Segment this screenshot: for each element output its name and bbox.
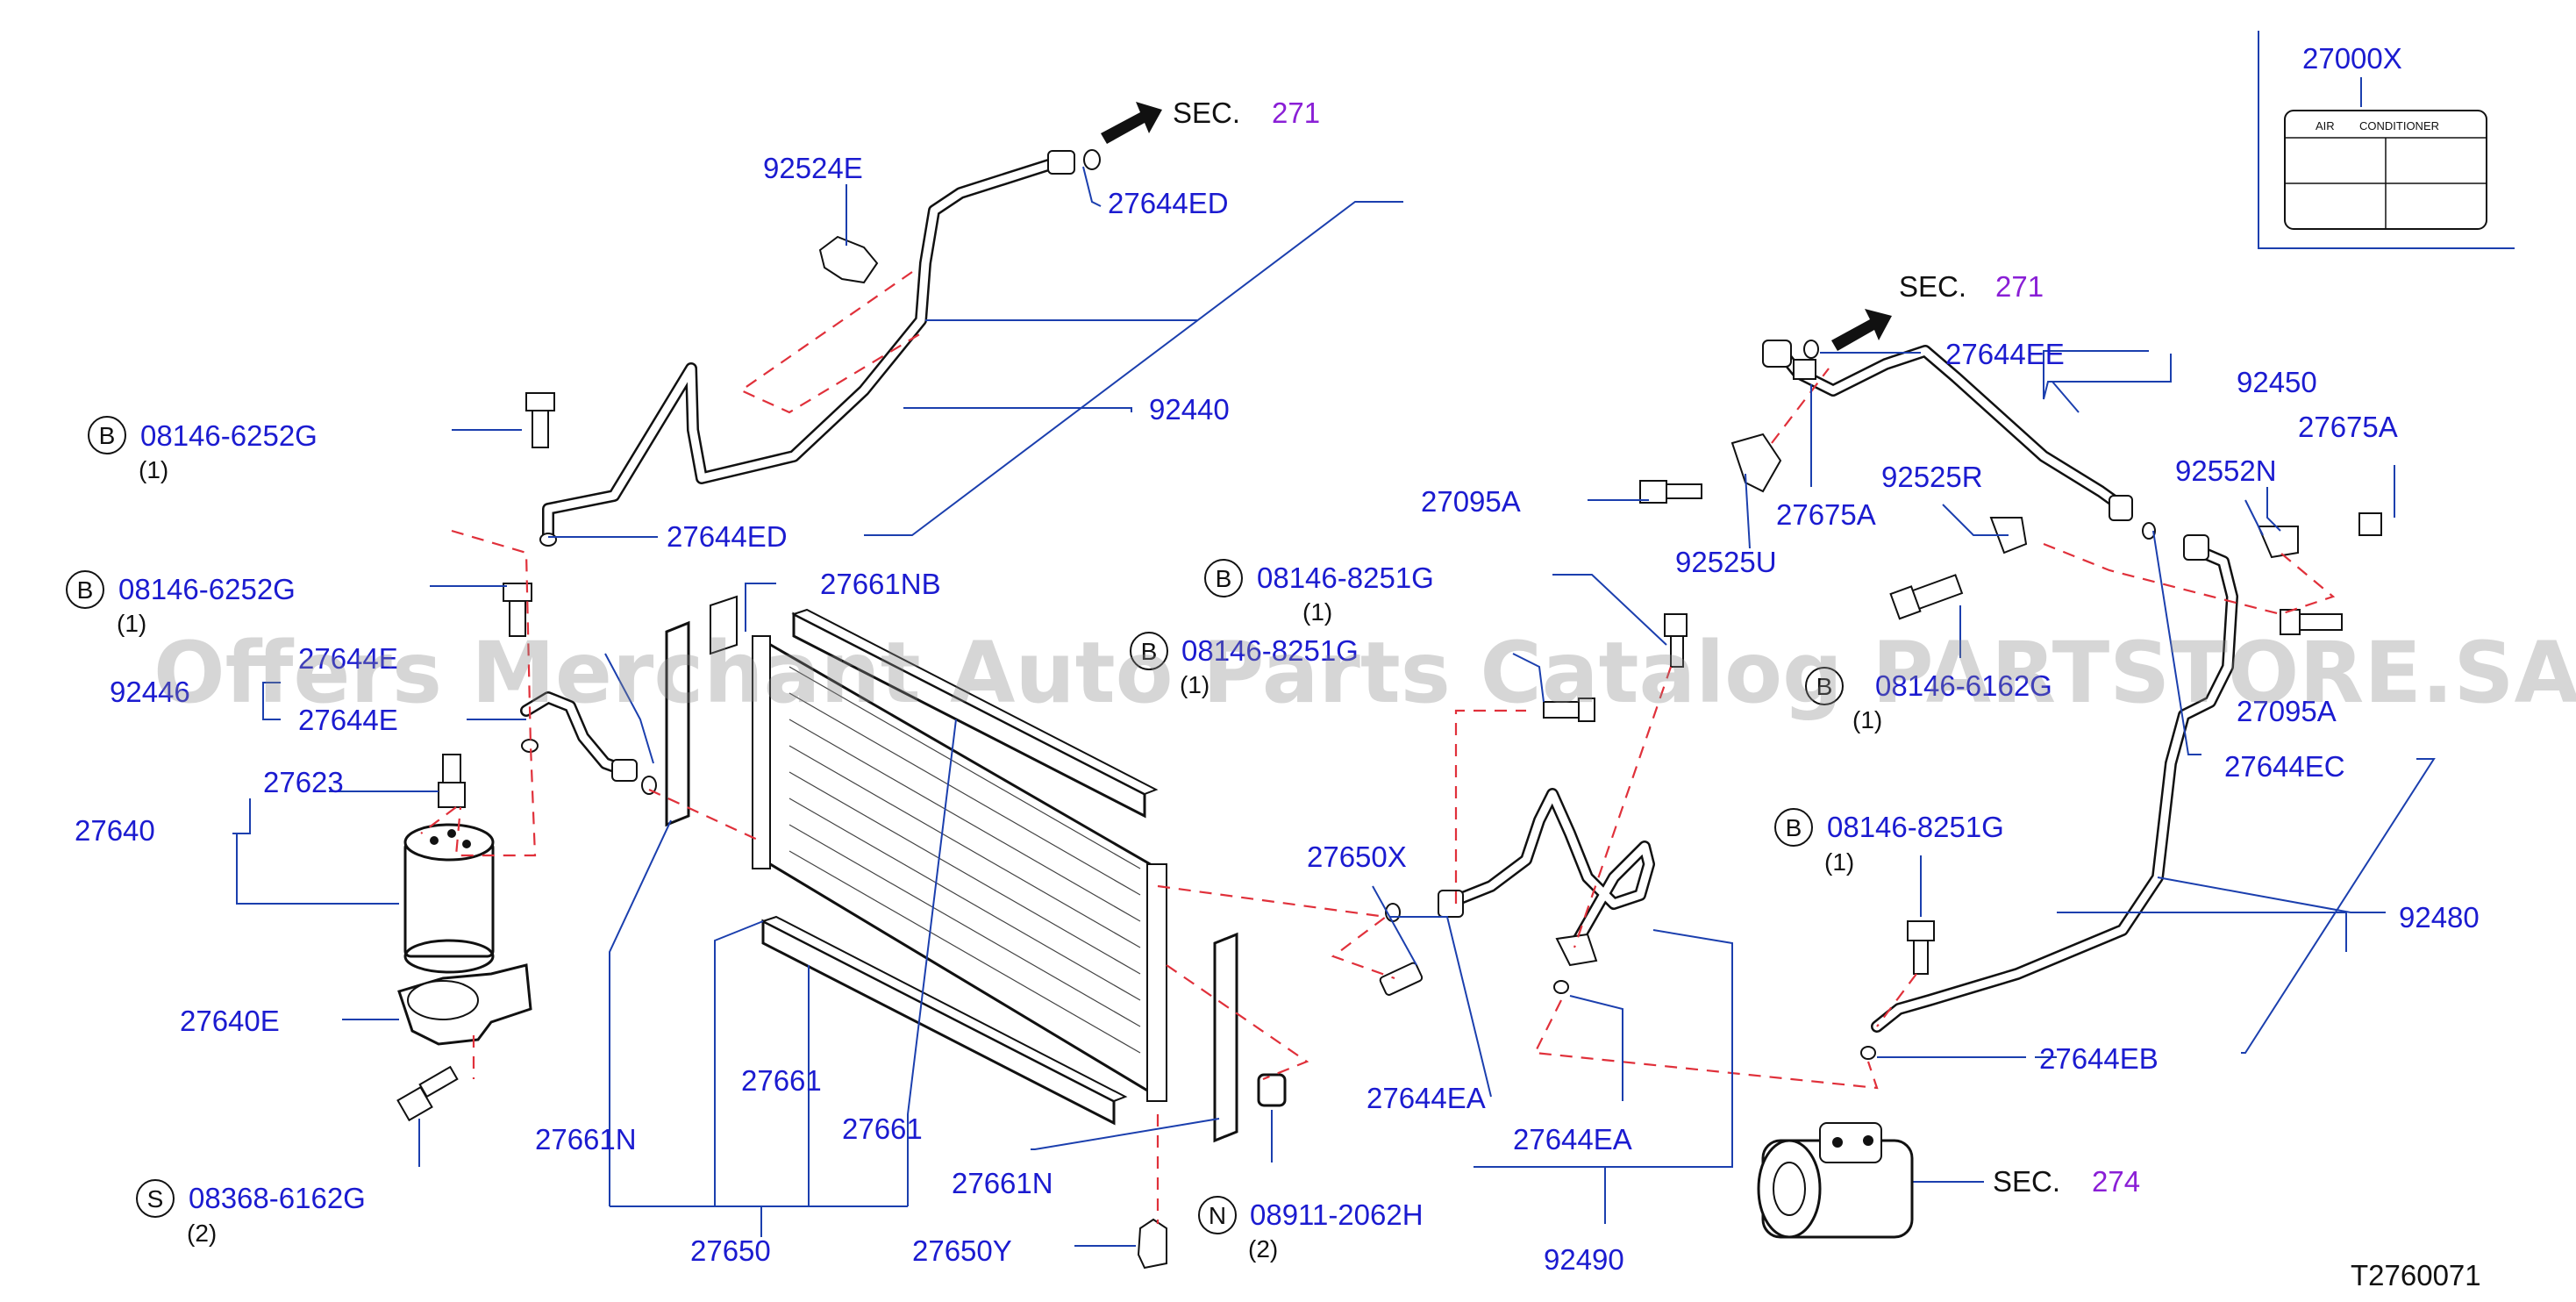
fastener-code: B	[77, 576, 94, 604]
part-label-27623[interactable]: 27623	[263, 766, 344, 798]
part-label-27650[interactable]: 27650	[690, 1234, 771, 1267]
fastener-part[interactable]: 08146-8251G	[1827, 811, 2004, 843]
leaders	[232, 166, 2436, 1247]
fastener-code: B	[1816, 673, 1833, 700]
part-label-27644EA[interactable]: 27644EA	[1366, 1082, 1486, 1114]
fastener-qty: (1)	[1852, 706, 1882, 733]
fastener-code: B	[1216, 565, 1232, 592]
bolt-left-1	[525, 392, 555, 448]
dashed-links	[420, 271, 2336, 1224]
arrow-right-icon	[1831, 309, 1892, 351]
sec-number[interactable]: 274	[2092, 1165, 2140, 1198]
condenser	[752, 635, 1167, 1102]
fastener-item[interactable]: N 08911-2062H (2)	[1198, 1196, 1424, 1263]
part-label-92525U[interactable]: 92525U	[1675, 546, 1777, 578]
part-label-27650X[interactable]: 27650X	[1307, 841, 1407, 873]
part-label-27661N[interactable]: 27661N	[535, 1123, 637, 1155]
plate-frame-line	[2258, 31, 2515, 249]
part-label-27661NB[interactable]: 27661NB	[820, 568, 941, 600]
part-label-92490[interactable]: 92490	[1544, 1243, 1624, 1276]
part-label-27095A[interactable]: 27095A	[1421, 485, 1521, 518]
pipe-nut	[1047, 150, 1075, 175]
fastener-qty: (1)	[139, 456, 168, 483]
plate-title-right: CONDITIONER	[2359, 119, 2439, 132]
section-ref-1[interactable]: SEC. 271	[1101, 97, 1320, 144]
part-label-27640[interactable]: 27640	[75, 814, 155, 847]
part-label-92446[interactable]: 92446	[110, 676, 190, 708]
part-label-27650Y[interactable]: 27650Y	[912, 1234, 1012, 1267]
plate-title-left: AIR	[2316, 119, 2335, 132]
sec-number[interactable]: 271	[1995, 270, 2044, 303]
fastener-item[interactable]: B 08146-6252G (1)	[88, 416, 318, 483]
fastener-qty: (1)	[1180, 671, 1210, 698]
fastener-part[interactable]: 08368-6162G	[189, 1182, 366, 1214]
fastener-qty: (1)	[1824, 848, 1854, 876]
fastener-qty: (2)	[1248, 1235, 1278, 1263]
sec-prefix: SEC.	[1173, 97, 1240, 129]
part-labels: 92524E 27644ED 92440 27644ED 27661NB 276…	[75, 152, 2480, 1276]
part-label-92525R[interactable]: 92525R	[1881, 461, 1983, 493]
drier-bracket	[397, 963, 532, 1046]
line-art	[396, 149, 2382, 1270]
arrow-right-icon	[1101, 102, 1162, 144]
part-label-27644E[interactable]: 27644E	[298, 642, 398, 675]
fasteners: B 08146-6252G (1) B 08146-6252G (1) B 08…	[66, 416, 2052, 1263]
part-label-92440[interactable]: 92440	[1149, 393, 1230, 426]
label-plate-group: 27000X AIR CONDITIONER	[2258, 31, 2515, 249]
diagram-id: T2760071	[2351, 1259, 2481, 1291]
fastener-item[interactable]: B 08146-8251G (1)	[1204, 559, 1434, 626]
part-label-27661[interactable]: 27661	[741, 1064, 822, 1097]
fastener-code: B	[99, 422, 116, 449]
fastener-code: N	[1209, 1202, 1226, 1229]
sec-prefix: SEC.	[1993, 1165, 2060, 1198]
part-label-92524E[interactable]: 92524E	[763, 152, 863, 184]
hose-clip	[818, 235, 879, 284]
fastener-item[interactable]: B 08146-6162G (1)	[1805, 667, 2052, 733]
part-label-92552N[interactable]: 92552N	[2175, 454, 2277, 487]
fastener-code: S	[147, 1185, 164, 1213]
receiver-drier	[403, 823, 495, 974]
part-label-27644E[interactable]: 27644E	[298, 704, 398, 736]
part-label-27675A[interactable]: 27675A	[2298, 411, 2398, 443]
fastener-part[interactable]: 08146-6252G	[118, 573, 296, 605]
fastener-qty: (1)	[1302, 598, 1332, 626]
fastener-part[interactable]: 08146-8251G	[1181, 634, 1359, 667]
sec-number[interactable]: 271	[1272, 97, 1320, 129]
part-label-92480[interactable]: 92480	[2399, 901, 2480, 934]
fastener-part[interactable]: 08146-6252G	[140, 419, 318, 452]
part-label-27675A[interactable]: 27675A	[1776, 498, 1876, 531]
fastener-code: B	[1786, 814, 1802, 841]
section-ref-3[interactable]: SEC. 274	[1910, 1165, 2140, 1198]
watermark-text: Offers Merchant Auto Parts Catalog PARTS…	[153, 624, 2576, 722]
part-label-27644EB[interactable]: 27644EB	[2039, 1042, 2159, 1075]
compressor	[1757, 1122, 1914, 1239]
fastener-item[interactable]: B 08146-8251G (1)	[1774, 808, 2004, 876]
part-label-27644ED[interactable]: 27644ED	[667, 520, 788, 553]
part-label-27644EE[interactable]: 27644EE	[1945, 338, 2065, 370]
part-label-92450[interactable]: 92450	[2237, 366, 2317, 398]
fastener-item[interactable]: B 08146-8251G (1)	[1130, 632, 1359, 698]
fastener-code: B	[1141, 638, 1158, 665]
sec-prefix: SEC.	[1899, 270, 1966, 303]
label-plate-part[interactable]: 27000X	[2302, 42, 2402, 75]
bolt-left-2	[503, 583, 532, 637]
fastener-part[interactable]: 08146-8251G	[1257, 562, 1434, 594]
part-label-27640E[interactable]: 27640E	[180, 1005, 280, 1037]
part-label-27661N[interactable]: 27661N	[952, 1167, 1053, 1199]
part-label-27095A[interactable]: 27095A	[2237, 695, 2337, 727]
part-label-27661[interactable]: 27661	[842, 1112, 923, 1145]
part-label-27644ED[interactable]: 27644ED	[1108, 187, 1229, 219]
fastener-part[interactable]: 08146-6162G	[1875, 669, 2052, 702]
fastener-part[interactable]: 08911-2062H	[1250, 1198, 1424, 1231]
part-label-27644EC[interactable]: 27644EC	[2224, 750, 2345, 783]
section-ref-2[interactable]: SEC. 271	[1831, 270, 2044, 351]
fastener-item[interactable]: S 08368-6162G (2)	[136, 1179, 366, 1247]
fastener-qty: (1)	[117, 610, 146, 637]
fastener-item[interactable]: B 08146-6252G (1)	[66, 570, 296, 637]
part-label-27644EA[interactable]: 27644EA	[1513, 1123, 1632, 1155]
fastener-qty: (2)	[187, 1220, 217, 1247]
